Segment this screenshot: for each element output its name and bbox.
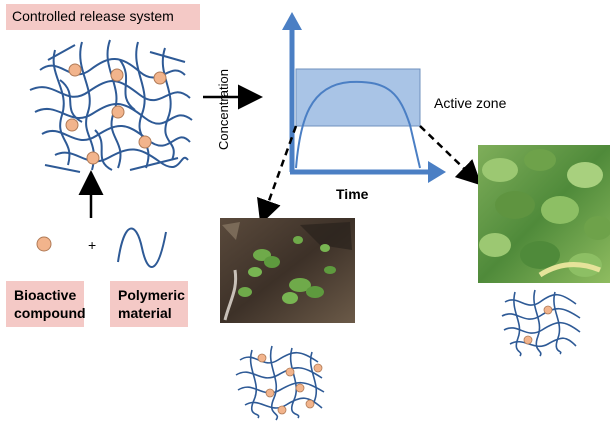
polymer-network-small-right — [501, 289, 581, 357]
x-axis-arrowhead — [428, 161, 446, 183]
dashed-arrow-to-seedlings — [257, 125, 298, 225]
polymeric-material-label: Polymeric material — [110, 281, 188, 327]
y-axis-label: Concentration — [216, 69, 231, 150]
release-curve — [295, 80, 421, 169]
particles-small-bottom — [257, 353, 323, 415]
plus-sign: + — [88, 237, 97, 253]
polymer-network-small-bottom — [235, 345, 325, 421]
bioactive-line-2: compound — [14, 305, 86, 321]
seedlings-photo — [220, 218, 355, 323]
polymer-wave-icon — [117, 227, 167, 268]
mature-plants-photo — [478, 145, 610, 283]
y-axis-arrowhead — [282, 12, 302, 30]
bioactive-line-1: Bioactive — [14, 287, 77, 303]
particles-large — [65, 63, 167, 165]
polymeric-line-1: Polymeric — [118, 287, 185, 303]
polymer-network-large — [29, 39, 193, 173]
concentration-graph — [282, 12, 446, 183]
title-label: Controlled release system — [6, 4, 200, 30]
active-zone-band — [295, 68, 421, 127]
polymeric-line-2: material — [118, 305, 172, 321]
bioactive-particle-icon — [36, 236, 52, 252]
active-zone-label: Active zone — [434, 95, 507, 111]
bioactive-compound-label: Bioactive compound — [6, 281, 86, 327]
particles-small-right — [523, 305, 553, 345]
dashed-arrow-to-plants — [419, 125, 482, 186]
x-axis-label: Time — [336, 186, 369, 202]
